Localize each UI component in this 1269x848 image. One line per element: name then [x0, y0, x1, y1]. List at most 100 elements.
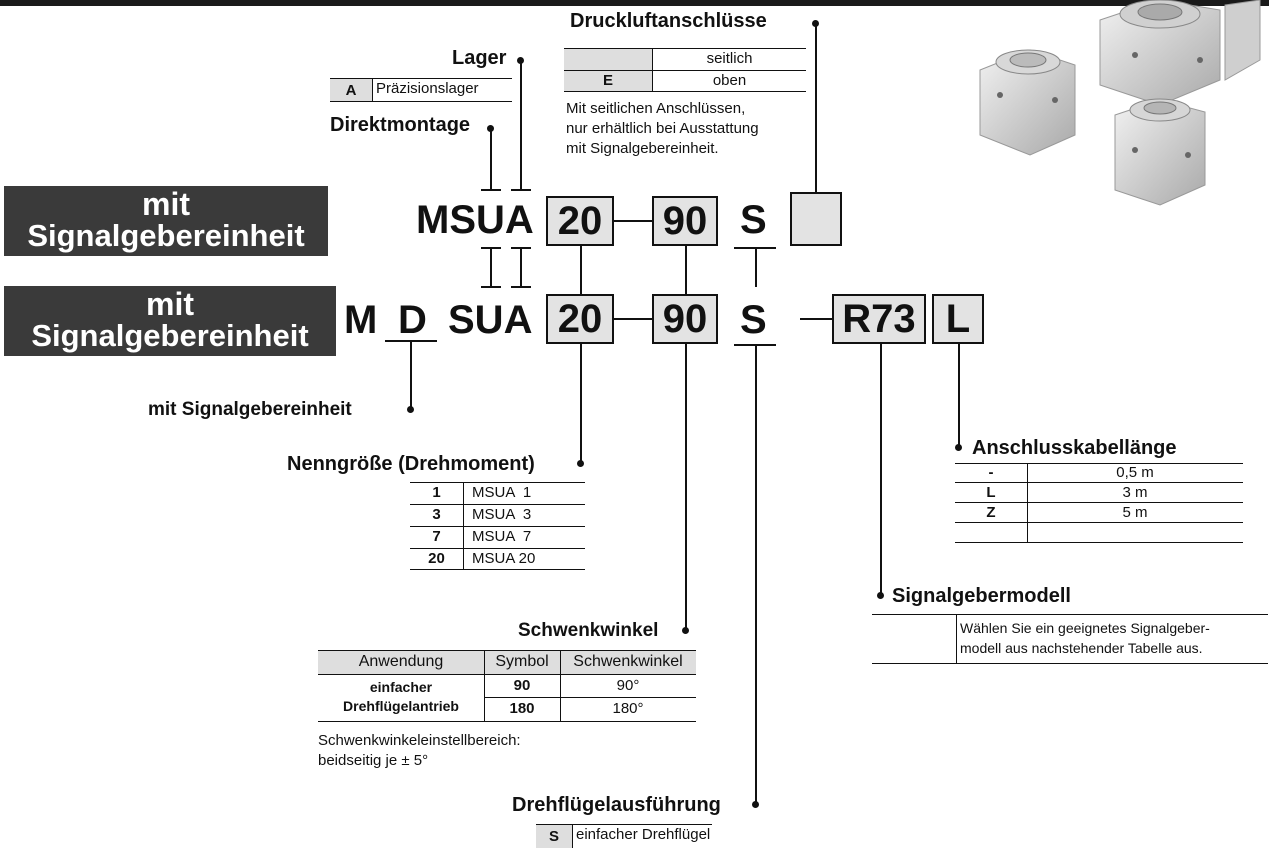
dreh-value: einfacher Drehflügel — [576, 826, 711, 843]
schwenk-note-2: beidseitig je ± 5° — [318, 752, 429, 769]
row1-angle-box: 90 — [652, 196, 718, 246]
nenn-value-3: MSUA 7 — [472, 528, 532, 545]
kabel-code-3: Z — [986, 504, 996, 521]
schwenk-symbol-1: 90 — [513, 677, 531, 694]
nenn-code-2: 3 — [432, 506, 441, 523]
schwenk-angle-1: 90° — [616, 677, 640, 694]
nenn-value-1: MSUA 1 — [472, 484, 532, 501]
row1-a-top-tick — [511, 189, 531, 191]
kabel-code-2: L — [986, 484, 996, 501]
schwenk-header-1: Anwendung — [358, 653, 444, 670]
nenn-code-1: 1 — [432, 484, 441, 501]
schwenk-app-line2: Drehflügelantrieb — [343, 698, 459, 714]
schwenk-app-line1: einfacher — [369, 679, 433, 695]
top-bar — [0, 0, 1269, 6]
row1-label-box: mit Signalgebereinheit — [4, 186, 328, 256]
kabel-title: Anschlusskabellänge — [972, 437, 1177, 459]
row2-cable-box: L — [932, 294, 984, 344]
schwenk-leader — [685, 344, 687, 632]
kabel-value-1: 0,5 m — [1116, 464, 1154, 481]
product-photos — [960, 0, 1269, 245]
lager-code: A — [345, 82, 357, 99]
connector-vane — [755, 247, 757, 287]
lager-leader — [520, 61, 522, 189]
schwenk-angle-2: 180° — [612, 700, 644, 717]
connector-size — [580, 246, 582, 296]
schwenk-note-1: Schwenkwinkeleinstellbereich: — [318, 732, 521, 749]
nenn-value-4: MSUA 20 — [472, 550, 536, 567]
schwenk-header-3: Schwenkwinkel — [573, 653, 683, 670]
schwenk-dot — [682, 627, 689, 634]
kabel-value-3: 5 m — [1122, 504, 1148, 521]
schwenk-table: Anwendung Symbol Schwenkwinkel einfacher… — [318, 650, 696, 742]
row1-prefix: MSUA — [416, 198, 534, 242]
nenn-code-3: 7 — [432, 528, 441, 545]
lager-dot — [517, 57, 524, 64]
schwenk-header-2: Symbol — [495, 653, 549, 670]
direktmontage-title: Direktmontage — [330, 114, 471, 136]
row2-vane: S — [740, 298, 767, 342]
row2-sua: SUA — [448, 298, 533, 342]
dreh-dot — [752, 801, 759, 808]
row1-label-line2: Signalgebereinheit — [27, 218, 305, 253]
kabel-leader — [958, 344, 960, 448]
direktmontage-leader — [490, 129, 492, 189]
nenn-value-2: MSUA 3 — [472, 506, 532, 523]
nenn-title: Nenngröße (Drehmoment) — [287, 453, 535, 475]
lager-title: Lager — [452, 47, 507, 69]
druckluft-value-1: seitlich — [706, 50, 753, 67]
row1-port-box — [790, 192, 842, 246]
row1-dash-1 — [614, 220, 654, 222]
row2-dash-2 — [800, 318, 832, 320]
row2-a-top-tick — [511, 286, 531, 288]
dreh-code: S — [548, 828, 559, 845]
row1-label-line1: mit — [142, 186, 190, 222]
druckluft-table: seitlich E oben — [564, 48, 806, 92]
row2-label-box: mit Signalgebereinheit — [4, 286, 336, 356]
signalgeber-line-1: Wählen Sie ein geeignetes Signalgeber- — [960, 620, 1210, 636]
row1-u-top-tick — [481, 189, 501, 191]
druckluft-note-2: nur erhältlich bei Ausstattung — [566, 120, 759, 137]
schwenk-title: Schwenkwinkel — [518, 620, 659, 641]
druckluft-code-2: E — [602, 72, 613, 89]
dreh-title: Drehflügelausführung — [512, 794, 721, 816]
kabel-code-1: - — [988, 464, 994, 481]
druckluft-value-2: oben — [712, 72, 747, 89]
row1-vane: S — [740, 198, 767, 242]
row2-u-top-tick — [481, 286, 501, 288]
mitsignal-dot — [407, 406, 414, 413]
row2-label-line2: Signalgebereinheit — [31, 318, 309, 353]
druckluft-note-3: mit Signalgebereinheit. — [566, 140, 719, 157]
kabel-table: - 0,5 m L 3 m Z 5 m — [955, 463, 1243, 543]
signalgeber-leader — [880, 344, 882, 596]
nenn-code-4: 20 — [428, 550, 445, 567]
druckluft-note-1: Mit seitlichen Anschlüssen, — [566, 100, 746, 117]
lager-value: Präzisionslager — [376, 80, 479, 97]
row2-d: D — [398, 298, 427, 342]
druckluft-dot — [812, 20, 819, 27]
row2-size-box: 20 — [546, 294, 614, 344]
connector-a — [520, 247, 522, 287]
row2-angle-box: 90 — [652, 294, 718, 344]
lager-table: A Präzisionslager — [330, 78, 512, 102]
signalgeber-line-2: modell aus nachstehender Tabelle aus. — [960, 640, 1203, 656]
signalgeber-table: Wählen Sie ein geeignetes Signalgeber- m… — [872, 614, 1268, 664]
row2-label-line1: mit — [146, 286, 194, 322]
connector-u — [490, 247, 492, 287]
row2-dash-1 — [614, 318, 654, 320]
druckluft-title: Druckluftanschlüsse — [570, 10, 767, 32]
kabel-value-2: 3 m — [1122, 484, 1148, 501]
dreh-table: S einfacher Drehflügel — [536, 824, 712, 848]
row2-switch-box: R73 — [832, 294, 926, 344]
signalgeber-title: Signalgebermodell — [892, 585, 1071, 607]
connector-angle — [685, 246, 687, 296]
row2-m: M — [344, 298, 378, 342]
signalgeber-dot — [877, 592, 884, 599]
row1-size-box: 20 — [546, 196, 614, 246]
dreh-leader — [755, 344, 757, 804]
direktmontage-dot — [487, 125, 494, 132]
kabel-dot — [955, 444, 962, 451]
nenn-table: 1 MSUA 1 3 MSUA 3 7 MSUA 7 20 MSUA 20 — [410, 482, 585, 570]
nenn-dot — [577, 460, 584, 467]
druckluft-leader — [815, 24, 817, 192]
